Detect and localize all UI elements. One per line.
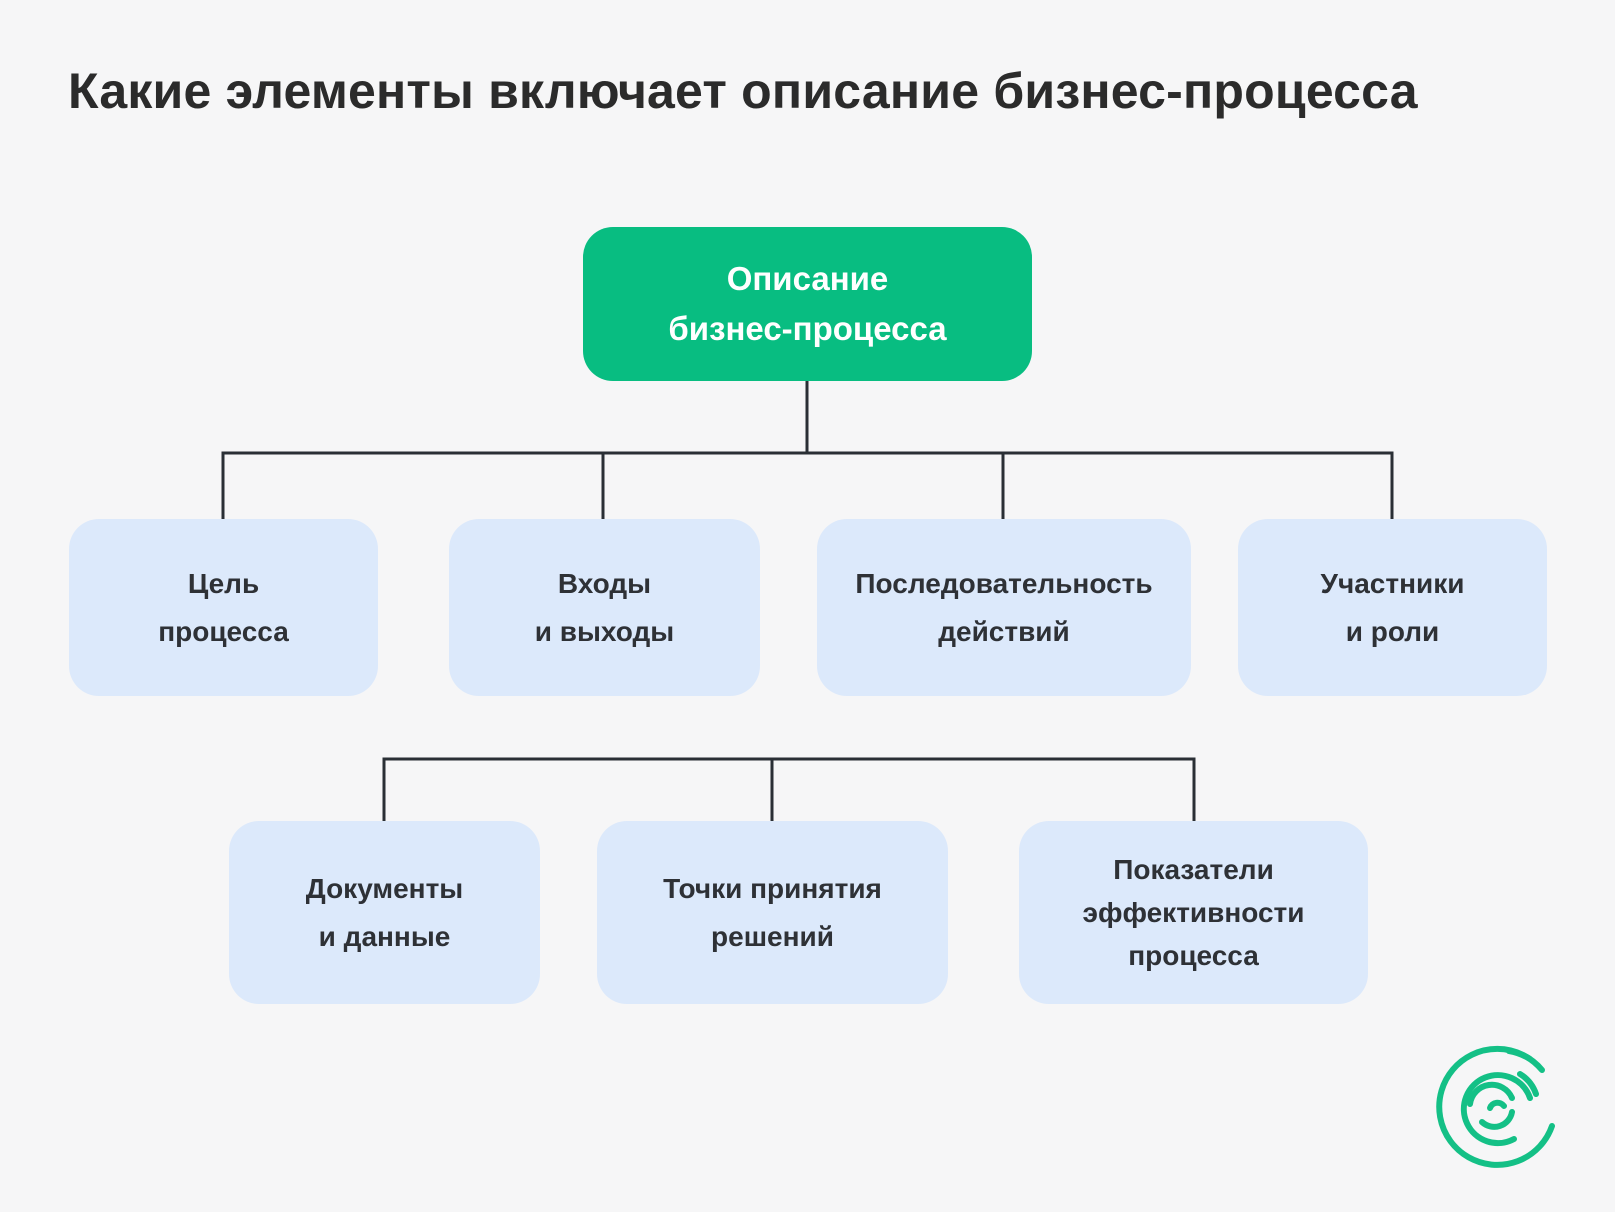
node-label: Входы и выходы — [534, 567, 675, 647]
node-label: Последовательность действий — [855, 567, 1153, 647]
node-label: Цель процесса — [158, 567, 289, 647]
diagram-title: Какие элементы включает описание бизнес-… — [68, 63, 1418, 119]
node-label: Участники и роли — [1320, 567, 1465, 647]
node-label: Документы и данные — [305, 872, 464, 952]
node-inputs-outputs: Входы и выходы — [449, 519, 760, 696]
node-participants-roles: Участники и роли — [1238, 519, 1547, 696]
node-documents-data: Документы и данные — [229, 821, 540, 1004]
node-process-goal: Цель процесса — [69, 519, 378, 696]
node-process-kpi: Показатели эффективности процесса — [1019, 821, 1368, 1004]
green-concentric-arc-logo-icon — [1436, 1045, 1555, 1168]
node-decision-points: Точки принятия решений — [597, 821, 948, 1004]
root-node-business-process-description: Описание бизнес-процесса — [583, 227, 1032, 381]
node-label: Точки принятия решений — [663, 872, 882, 952]
root-node-label: Описание бизнес-процесса — [668, 260, 947, 347]
node-label: Показатели эффективности процесса — [1082, 854, 1305, 971]
node-action-sequence: Последовательность действий — [817, 519, 1191, 696]
